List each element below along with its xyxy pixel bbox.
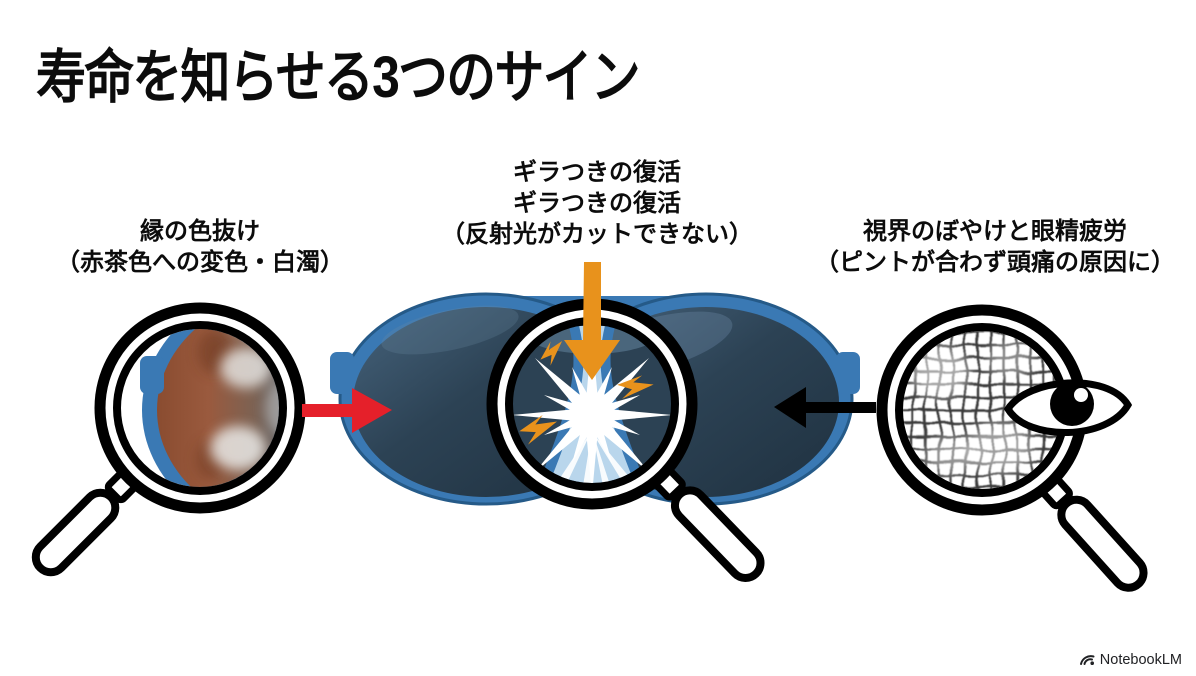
label-line: ギラつきの復活 [513,159,681,186]
red-arrow-right [302,388,392,433]
label-line: （反射光がカットできない） [441,221,753,248]
notebooklm-logo-icon [1079,655,1095,665]
sunglasses-left-hinge [330,352,354,394]
magnifier-inner-ring [113,321,287,495]
magnified-lens-discoloration [121,329,279,487]
label-line: 縁の色抜け [140,218,260,245]
eye-icon [1003,379,1133,437]
label-line: （ピントが合わず頭痛の原因に） [815,249,1175,276]
magnifier-handle [1038,474,1148,592]
label-blur-eye-strain: 視界のぼやけと眼精疲労 （ピントが合わず頭痛の原因に） [795,216,1195,278]
sunglasses-right-hinge [836,352,860,394]
label-line: ギラつきの復活 [513,190,681,217]
magnifier-handle [31,468,140,577]
blur-fog [910,340,1034,475]
label-lens-edge-discoloration: 縁の色抜け （赤茶色への変色・白濁） [30,216,370,278]
brand-watermark: NotebookLM [1079,652,1182,668]
magnified-blur-grid [903,331,1061,489]
label-glare-return: ギラつきの復活 ギラつきの復活 （反射光がカットできない） [427,157,767,250]
brand-watermark-text: NotebookLM [1099,652,1182,668]
left-magnifier [31,302,306,577]
black-arrow-left [774,387,876,428]
page-title: 寿命を知らせる3つのサイン [36,45,641,110]
magnifier-ring-gap [102,310,298,506]
magnifier-outer-ring [94,302,306,514]
right-magnifier [876,304,1148,592]
magnified-hinge-tab [140,356,164,394]
label-line: 視界のぼやけと眼精疲労 [863,218,1127,245]
orange-arrow-down [564,262,620,380]
left-lens-sheen [381,305,519,355]
label-line: （赤茶色への変色・白濁） [56,249,344,276]
